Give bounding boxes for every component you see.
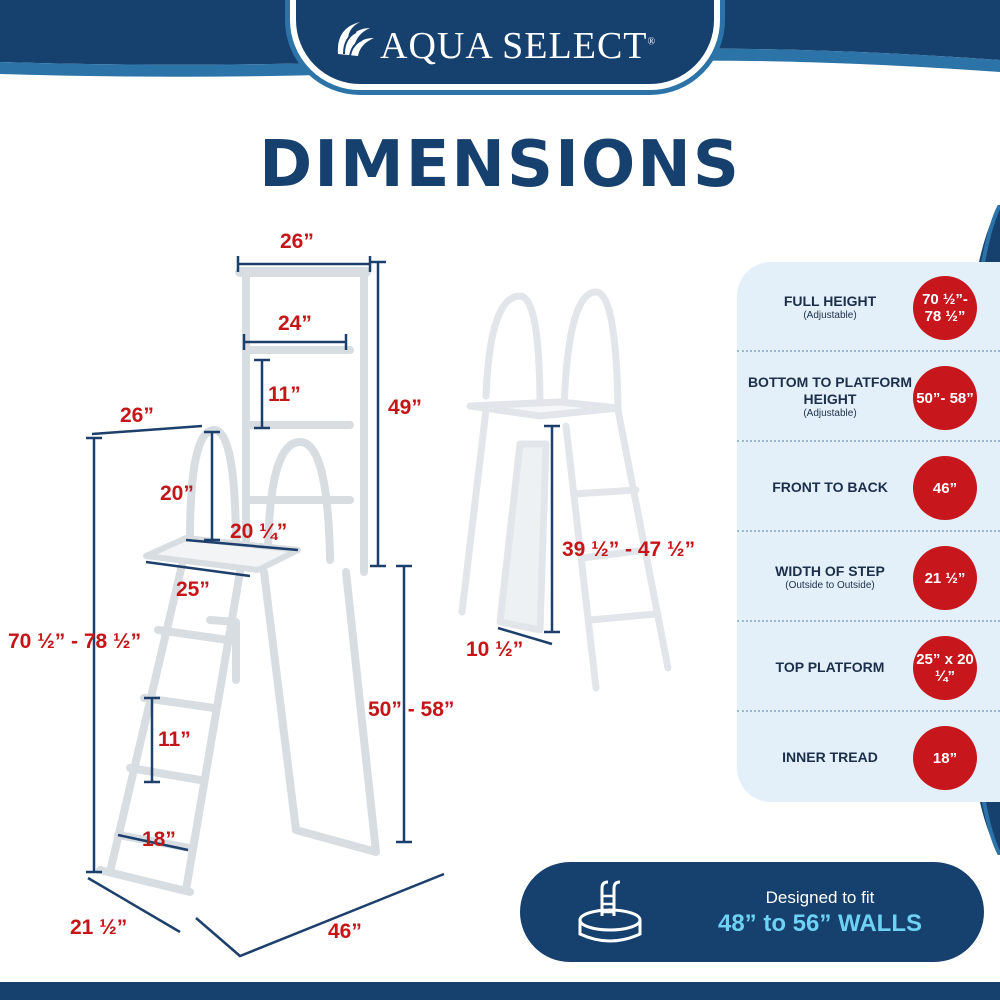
spec-name: TOP PLATFORM (775, 658, 885, 675)
spec-row: WIDTH OF STEP (Outside to Outside) 21 ½” (737, 532, 1000, 622)
label-front-to-back: 46” (328, 920, 362, 943)
page-title: DIMENSIONS (259, 128, 741, 202)
fit-line-2: 48” to 56” WALLS (717, 910, 923, 937)
spec-label: WIDTH OF STEP (Outside to Outside) (737, 532, 923, 622)
spec-label: BOTTOM TO PLATFORM HEIGHT (Adjustable) (737, 352, 923, 442)
spec-value-badge: 70 ½”- 78 ½” (913, 276, 977, 340)
label-platform-depth: 20 ¼” (230, 520, 288, 543)
spec-value-badge: 18” (913, 726, 977, 790)
label-bottom-height: 50” - 58” (368, 698, 455, 721)
ladder-illustration (86, 256, 672, 958)
spec-row: TOP PLATFORM 25” x 20 ¼” (737, 622, 1000, 712)
spec-panel: FULL HEIGHT (Adjustable) 70 ½”- 78 ½” BO… (737, 262, 1000, 802)
label-top-width: 26” (280, 230, 314, 253)
label-rung-spacing-top: 11” (268, 383, 301, 406)
brand-name: AQUA SELECT® (380, 24, 680, 68)
label-platform-width: 25” (176, 578, 210, 601)
spec-row: FULL HEIGHT (Adjustable) 70 ½”- 78 ½” (737, 262, 1000, 352)
fit-line-1: Designed to fit (765, 888, 875, 907)
spec-label: TOP PLATFORM (737, 622, 923, 712)
label-rung-spacing: 11” (158, 728, 191, 751)
brand-name-text: AQUA SELECT (380, 25, 648, 67)
label-tread-width: 18” (142, 828, 176, 851)
ladder-diagram: 26” 24” 11” 49” 26” 20” 20 ¼” 25” 70 ½” … (0, 220, 735, 980)
pool-ladder-icon (578, 880, 642, 943)
label-inner-top-width: 24” (278, 312, 312, 335)
spec-value-badge: 46” (913, 456, 977, 520)
spec-row: INNER TREAD 18” (737, 712, 1000, 802)
label-barrier-height: 39 ½” - 47 ½” (562, 538, 696, 561)
wave-icon (337, 22, 374, 57)
label-upper-height: 49” (388, 396, 422, 419)
spec-note: (Adjustable) (803, 309, 857, 321)
spec-name: FRONT TO BACK (772, 478, 888, 495)
spec-label: INNER TREAD (737, 712, 923, 802)
spec-label: FULL HEIGHT (Adjustable) (737, 262, 923, 352)
spec-name: WIDTH OF STEP (775, 562, 885, 579)
spec-note: (Adjustable) (803, 408, 857, 419)
spec-value-badge: 25” x 20 ¼” (913, 636, 977, 700)
bottom-bar (0, 982, 1000, 1000)
spec-label: FRONT TO BACK (737, 442, 923, 532)
spec-name: BOTTOM TO PLATFORM HEIGHT (747, 374, 913, 407)
spec-row: BOTTOM TO PLATFORM HEIGHT (Adjustable) 5… (737, 352, 1000, 442)
registered-mark: ® (647, 36, 657, 48)
spec-note: (Outside to Outside) (785, 579, 875, 591)
spec-row: FRONT TO BACK 46” (737, 442, 1000, 532)
spec-value-badge: 21 ½” (913, 546, 977, 610)
spec-name: INNER TREAD (782, 748, 878, 765)
label-handrail-width: 26” (120, 404, 154, 427)
label-full-height: 70 ½” - 78 ½” (8, 630, 142, 653)
label-barrier-depth: 10 ½” (466, 638, 524, 661)
spec-name: FULL HEIGHT (783, 292, 877, 309)
label-step-width: 21 ½” (70, 916, 128, 939)
label-handrail-height: 20” (160, 482, 194, 505)
spec-value-badge: 50”- 58” (913, 366, 977, 430)
